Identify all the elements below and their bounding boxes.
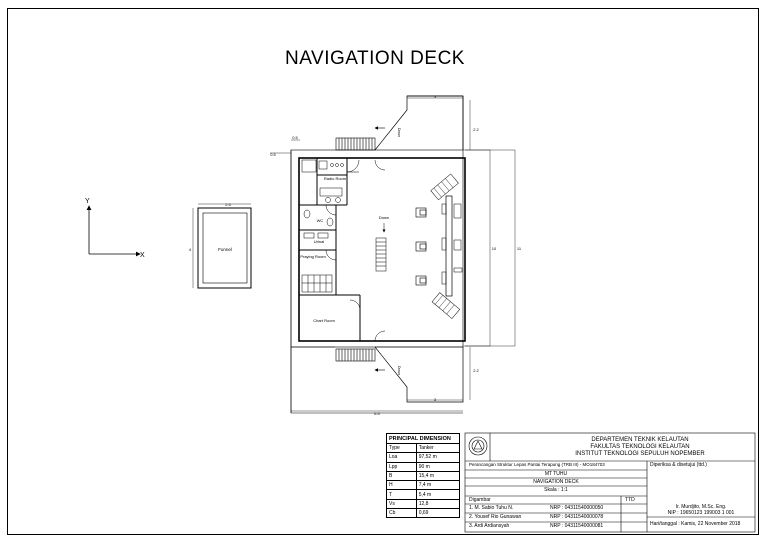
top-bridge-wing	[374, 95, 464, 151]
sheet-border	[7, 8, 759, 535]
urinal-label: Urinal	[314, 239, 325, 244]
ship-name: MT TUHU	[544, 471, 568, 477]
supervisor-name: Ir. Murdjito, M.Sc. Eng.	[675, 504, 727, 510]
wc-fixtures	[303, 209, 334, 239]
down-label-center: Down	[379, 215, 389, 220]
pd-value: 12,8	[415, 498, 461, 510]
student-name: 1. M. Sabio Tuhu N.	[469, 505, 514, 511]
drawing-scale: Skala : 1:1	[544, 487, 568, 493]
radio-room-label: Radio Room	[324, 176, 347, 181]
wheelhouse-walls	[290, 149, 516, 414]
bottom-stairs	[335, 348, 385, 372]
pd-key: H	[386, 480, 417, 491]
helm-chairs	[415, 207, 427, 286]
top-stairs	[335, 126, 385, 151]
dim-total-width: 6.5	[374, 411, 380, 416]
pd-key: Loa	[386, 452, 417, 463]
dim-wing-depth-top: 2.2	[473, 127, 479, 132]
doors	[325, 159, 386, 342]
dim-inner-length: 10	[492, 246, 497, 251]
funnel-label: Funnel	[218, 247, 232, 252]
dim-outer-length: 11	[517, 246, 522, 251]
pd-value: 5,4 m	[415, 489, 461, 500]
drawn-by-label: Digambar	[469, 497, 491, 503]
pd-value: 0,69	[415, 508, 461, 519]
praying-room-label: Praying Room	[300, 254, 326, 259]
student-nrp: NRP : 04311540000078	[550, 514, 604, 520]
institute-name: INSTITUT TEKNOLOGI SEPULUH NOPEMBER	[575, 451, 705, 457]
dim-stair-offset-2: 0.5	[270, 152, 276, 157]
checked-label: Diperiksa & disetujui (ttd.)	[650, 462, 707, 468]
dim-wing-depth-bottom: 2.2	[473, 368, 479, 373]
helm-console	[430, 173, 463, 319]
student-name: 2. Yousef Rio Gunawan	[469, 514, 522, 520]
date-label: Hari/tanggal : Kamis, 22 November 2018	[650, 521, 741, 527]
pd-value: 97,52 m	[415, 452, 461, 463]
chart-room-label: Chart Room	[313, 318, 335, 323]
pd-key: Type	[386, 442, 417, 454]
dim-bottom-wing: 3	[434, 397, 437, 402]
funnel	[192, 203, 252, 289]
axis-y-label: Y	[85, 198, 90, 205]
its-logo-icon	[468, 436, 488, 456]
interior-partitions	[299, 158, 361, 341]
pd-value: Tanker	[415, 442, 461, 454]
page-title: NAVIGATION DECK	[285, 48, 465, 69]
pd-key: Cb	[386, 508, 417, 519]
wc-label: WC	[317, 218, 324, 223]
ttd-label: TTD	[625, 497, 635, 503]
axis-indicator	[86, 205, 141, 257]
pd-key: T	[386, 489, 417, 500]
department-name: DEPARTEMEN TEKNIK KELAUTAN	[591, 437, 689, 443]
drawing-name: NAVIGATION DECK	[533, 479, 579, 485]
principal-dimension-header: PRINCIPAL DIMENSION	[386, 433, 460, 444]
down-label-top: Down	[397, 128, 401, 137]
dimension-lines	[270, 97, 471, 412]
funnel-height-dim: 4	[189, 247, 192, 252]
bottom-bridge-wing	[374, 346, 464, 403]
praying-room-lockers	[301, 274, 333, 293]
student-name: 3. Ardi Ardiansyah	[469, 523, 510, 529]
pd-value: 7,4 m	[415, 480, 461, 491]
supervisor-nip: NIP : 19650123 199003 1 001	[667, 510, 735, 516]
title-block-frame	[464, 432, 756, 533]
student-nrp: NRP : 04311540000050	[550, 505, 604, 511]
dim-stair-offset: 0.5	[292, 135, 298, 140]
pd-key: B	[386, 470, 417, 482]
center-stairs	[375, 223, 387, 272]
student-nrp: NRP : 04311540000081	[550, 523, 604, 529]
dim-top-wing: 3	[434, 94, 437, 99]
axis-x-label: X	[140, 252, 145, 259]
pd-key: Lpp	[386, 461, 417, 472]
pd-key: Vs	[386, 498, 417, 510]
funnel-width-dim: 2.5	[225, 202, 231, 207]
project-title: Perancangan Struktur Lepas Pantai Terapu…	[469, 462, 605, 467]
pd-value: 15,4 m	[415, 470, 461, 482]
down-label-bottom: Down	[397, 366, 401, 375]
radio-equipment	[301, 159, 344, 203]
faculty-name: FAKULTAS TEKNOLOGI KELAUTAN	[590, 444, 690, 450]
pd-value: 90 m	[415, 461, 461, 472]
